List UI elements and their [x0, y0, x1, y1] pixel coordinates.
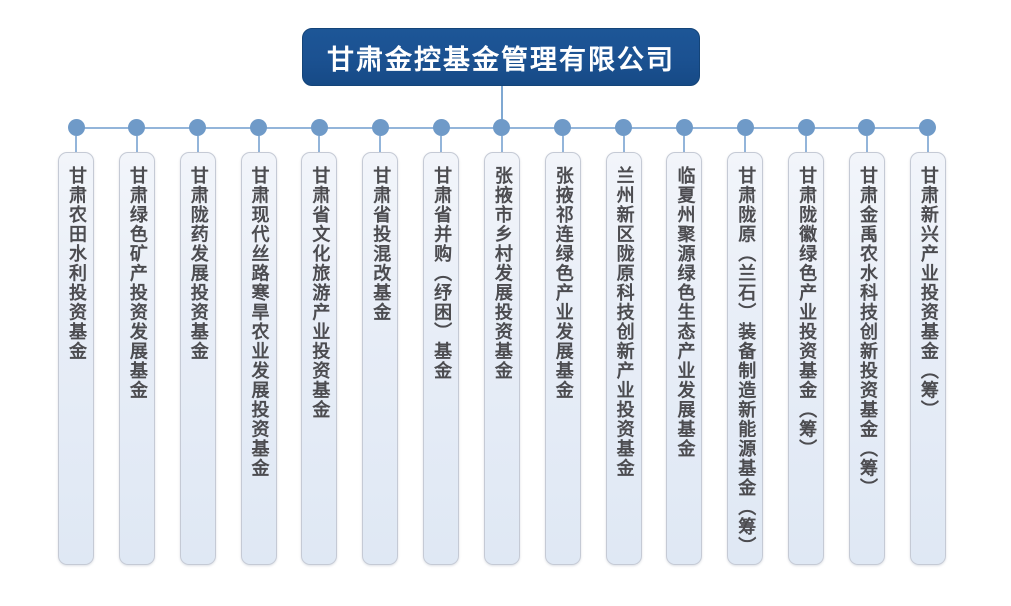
fund-name: 临夏州聚源绿色生态产业发展基金: [674, 166, 696, 459]
fund-column: 甘肃省投混改基金: [362, 119, 399, 565]
fund-box: 甘肃新兴产业投资基金（筹）: [909, 152, 946, 565]
fund-name: 甘肃金禹农水科技创新投资基金（筹）: [856, 166, 878, 498]
fund-box: 临夏州聚源绿色生态产业发展基金: [666, 152, 703, 565]
fund-name: 甘肃省并购（纾困）基金: [431, 166, 453, 381]
fund-box: 甘肃农田水利投资基金: [58, 152, 94, 565]
connector-stub: [75, 136, 77, 152]
node-dot-icon: [250, 119, 268, 136]
fund-name: 甘肃省投混改基金: [370, 166, 392, 322]
fund-name: 张掖市乡村发展投资基金: [491, 166, 513, 381]
connector-stub: [865, 136, 868, 152]
connector-stub: [744, 136, 747, 152]
fund-column: 甘肃绿色矿产投资发展基金: [118, 119, 155, 565]
fund-name: 甘肃陇药发展投资基金: [187, 166, 209, 361]
fund-box: 甘肃省并购（纾困）基金: [423, 152, 460, 565]
fund-name: 兰州新区陇原科技创新产业投资基金: [613, 166, 635, 478]
trunk-connector-line: [501, 86, 503, 128]
connector-stub: [805, 136, 808, 152]
fund-column: 甘肃陇徽绿色产业投资基金（筹）: [788, 119, 825, 565]
fund-name: 甘肃新兴产业投资基金（筹）: [917, 166, 939, 420]
fund-name: 张掖祁连绿色产业发展基金: [552, 166, 574, 400]
fund-column: 甘肃新兴产业投资基金（筹）: [909, 119, 946, 565]
fund-column: 甘肃省并购（纾困）基金: [423, 119, 460, 565]
node-dot-icon: [128, 119, 146, 136]
fund-box: 甘肃金禹农水科技创新投资基金（筹）: [848, 152, 885, 565]
node-dot-icon: [67, 119, 85, 136]
fund-name: 甘肃现代丝路寒旱农业发展投资基金: [248, 166, 270, 478]
fund-name: 甘肃省文化旅游产业投资基金: [309, 166, 331, 420]
node-dot-icon: [858, 119, 876, 136]
fund-box: 甘肃省文化旅游产业投资基金: [301, 152, 338, 565]
node-dot-icon: [797, 119, 815, 136]
fund-column: 甘肃农田水利投资基金: [58, 119, 94, 565]
fund-column: 甘肃陇药发展投资基金: [179, 119, 216, 565]
fund-column: 张掖市乡村发展投资基金: [483, 119, 520, 565]
fund-column: 甘肃金禹农水科技创新投资基金（筹）: [848, 119, 885, 565]
fund-column: 临夏州聚源绿色生态产业发展基金: [666, 119, 703, 565]
connector-stub: [622, 136, 625, 152]
node-dot-icon: [736, 119, 754, 136]
node-dot-icon: [189, 119, 207, 136]
fund-column: 张掖祁连绿色产业发展基金: [544, 119, 581, 565]
fund-box: 甘肃省投混改基金: [362, 152, 399, 565]
fund-column: 兰州新区陇原科技创新产业投资基金: [605, 119, 642, 565]
connector-stub: [926, 136, 929, 152]
connector-stub: [257, 136, 260, 152]
connector-stub: [500, 136, 503, 152]
node-dot-icon: [371, 119, 389, 136]
root-node: 甘肃金控基金管理有限公司: [302, 28, 700, 86]
fund-columns: 甘肃农田水利投资基金 甘肃绿色矿产投资发展基金 甘肃陇药发展投资基金 甘肃现代丝…: [58, 119, 946, 565]
fund-box: 甘肃绿色矿产投资发展基金: [118, 152, 155, 565]
fund-name: 甘肃农田水利投资基金: [66, 166, 87, 361]
node-dot-icon: [615, 119, 633, 136]
connector-stub: [135, 136, 138, 152]
fund-box: 甘肃陇药发展投资基金: [179, 152, 216, 565]
connector-stub: [683, 136, 686, 152]
fund-column: 甘肃省文化旅游产业投资基金: [301, 119, 338, 565]
fund-box: 兰州新区陇原科技创新产业投资基金: [605, 152, 642, 565]
connector-stub: [379, 136, 382, 152]
node-dot-icon: [919, 119, 937, 136]
root-node-title: 甘肃金控基金管理有限公司: [327, 44, 675, 76]
node-dot-icon: [675, 119, 693, 136]
connector-stub: [196, 136, 199, 152]
fund-column: 甘肃陇原（兰石）装备制造新能源基金（筹）: [727, 119, 764, 565]
fund-box: 甘肃陇徽绿色产业投资基金（筹）: [788, 152, 825, 565]
fund-box: 甘肃陇原（兰石）装备制造新能源基金（筹）: [727, 152, 764, 565]
connector-stub: [561, 136, 564, 152]
fund-column: 甘肃现代丝路寒旱农业发展投资基金: [240, 119, 277, 565]
connector-stub: [440, 136, 443, 152]
node-dot-icon: [310, 119, 328, 136]
connector-stub: [318, 136, 321, 152]
fund-box: 张掖市乡村发展投资基金: [483, 152, 520, 565]
fund-name: 甘肃陇原（兰石）装备制造新能源基金（筹）: [735, 166, 757, 556]
node-dot-icon: [493, 119, 511, 136]
fund-name: 甘肃绿色矿产投资发展基金: [126, 166, 148, 400]
fund-name: 甘肃陇徽绿色产业投资基金（筹）: [796, 166, 818, 459]
fund-box: 甘肃现代丝路寒旱农业发展投资基金: [240, 152, 277, 565]
node-dot-icon: [432, 119, 450, 136]
fund-box: 张掖祁连绿色产业发展基金: [544, 152, 581, 565]
node-dot-icon: [554, 119, 572, 136]
